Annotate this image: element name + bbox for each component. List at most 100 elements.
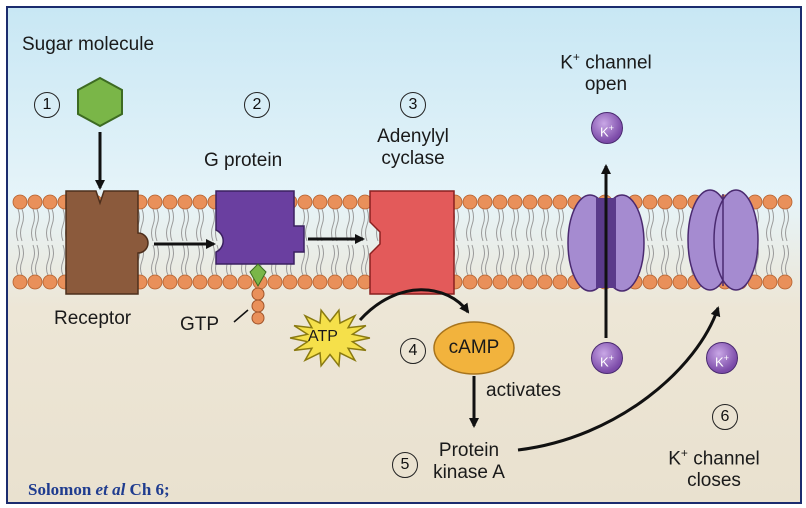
k-channel-open xyxy=(567,164,645,338)
k-ion-lower-left: K+ xyxy=(591,342,623,374)
lipid-tail xyxy=(166,244,170,276)
k-channel-closes-label: K+ channel closes xyxy=(646,442,782,492)
lipid-head xyxy=(672,194,688,210)
pka-label-line1: Protein xyxy=(438,440,500,461)
lipid-tail xyxy=(646,244,650,276)
lipid-tail xyxy=(785,208,789,242)
lipid-head xyxy=(177,274,193,290)
gtp-chain xyxy=(233,263,267,325)
lipid-tail xyxy=(16,208,20,242)
adenylyl-cyclase-label: Adenylyl cyclase xyxy=(360,126,466,170)
lipid-head xyxy=(657,274,673,290)
adenylyl-cyclase-shape xyxy=(369,190,455,295)
lipid-tail xyxy=(646,208,650,242)
lipid-head xyxy=(237,274,253,290)
lipid-head xyxy=(462,194,478,210)
lipid-head xyxy=(27,274,43,290)
lipid-tail xyxy=(335,244,339,276)
lipid-tail xyxy=(665,244,669,276)
lipid-tail xyxy=(365,208,369,242)
lipid-tail xyxy=(31,208,35,242)
lipid-head xyxy=(222,274,238,290)
pka-label-line2: kinase A xyxy=(433,462,505,483)
lipid-tail xyxy=(545,208,549,242)
step-6-badge: 6 xyxy=(712,404,738,430)
lipid-tail xyxy=(680,208,684,242)
lipid-tail xyxy=(170,244,174,276)
adenylyl-label-line1: Adenylyl xyxy=(377,126,449,147)
k-channel-closes-label-line1: K+ channel xyxy=(668,446,760,470)
lipid-tail xyxy=(485,244,489,276)
k-channel-open-label-line1: K+ channel xyxy=(560,50,652,74)
lipid-tail xyxy=(155,244,159,276)
lipid-tail xyxy=(31,244,35,276)
camp-label: cAMP xyxy=(448,337,500,358)
lipid-tail xyxy=(481,244,485,276)
k-channel-open-label: K+ channel open xyxy=(542,46,670,96)
lipid-tail xyxy=(151,244,155,276)
lipid-tail xyxy=(170,208,174,242)
lipid-tail xyxy=(361,244,365,276)
lipid-tail xyxy=(650,208,654,242)
lipid-head xyxy=(537,274,553,290)
lipid-tail xyxy=(316,244,320,276)
lipid-tail xyxy=(766,208,770,242)
lipid-head xyxy=(192,274,208,290)
receptor-shape xyxy=(65,190,149,295)
lipid-tail xyxy=(346,208,350,242)
lipid-head xyxy=(342,194,358,210)
k-ion-lower-right: K+ xyxy=(706,342,738,374)
lipid-tail xyxy=(785,244,789,276)
g-protein-shape xyxy=(215,190,305,265)
lipid-tail xyxy=(211,208,215,242)
lipid-tail xyxy=(455,208,459,242)
lipid-tail xyxy=(46,208,50,242)
lipid-tail xyxy=(335,208,339,242)
lipid-tail xyxy=(61,244,65,276)
g-protein-label: G protein xyxy=(204,150,283,171)
lipid-head xyxy=(27,194,43,210)
step-3-badge: 3 xyxy=(400,92,426,118)
lipid-tail xyxy=(200,208,204,242)
lipid-head xyxy=(312,194,328,210)
lipid-tail xyxy=(20,208,24,242)
lipid-tail xyxy=(346,244,350,276)
atp-starburst xyxy=(289,308,371,368)
lipid-tail xyxy=(350,244,354,276)
lipid-tail xyxy=(545,244,549,276)
lipid-head xyxy=(657,194,673,210)
lipid-head xyxy=(777,274,793,290)
lipid-tail xyxy=(781,208,785,242)
activates-label: activates xyxy=(486,380,561,401)
lipid-head xyxy=(327,274,343,290)
citation-author: Solomon xyxy=(28,480,92,499)
lipid-tail xyxy=(470,208,474,242)
lipid-tail xyxy=(496,208,500,242)
protein-kinase-a-label: Protein kinase A xyxy=(414,440,524,484)
citation-etal: et al xyxy=(95,480,126,499)
lipid-tail xyxy=(650,244,654,276)
citation-text: Solomon et al Ch 6; xyxy=(28,480,170,500)
lipid-tail xyxy=(556,208,560,242)
lipid-tail xyxy=(770,208,774,242)
k-channel-closed xyxy=(687,189,759,291)
lipid-head xyxy=(12,194,28,210)
gtp-label: GTP xyxy=(180,314,220,335)
lipid-tail xyxy=(511,244,515,276)
pka-to-channel-arrow xyxy=(517,306,721,452)
lipid-tail xyxy=(211,244,215,276)
lipid-tail xyxy=(196,208,200,242)
lipid-head xyxy=(762,274,778,290)
lipid-tail xyxy=(485,208,489,242)
lipid-tail xyxy=(331,244,335,276)
lipid-head xyxy=(162,274,178,290)
adenylyl-label-line2: cyclase xyxy=(381,148,445,169)
lipid-head xyxy=(762,194,778,210)
diagram-frame: Sugar molecule G protein Adenylyl cyclas… xyxy=(6,6,802,504)
lipid-head xyxy=(507,194,523,210)
step-5-badge: 5 xyxy=(392,452,418,478)
lipid-tail xyxy=(320,208,324,242)
lipid-head xyxy=(282,274,298,290)
lipid-head xyxy=(552,194,568,210)
lipid-head xyxy=(42,194,58,210)
